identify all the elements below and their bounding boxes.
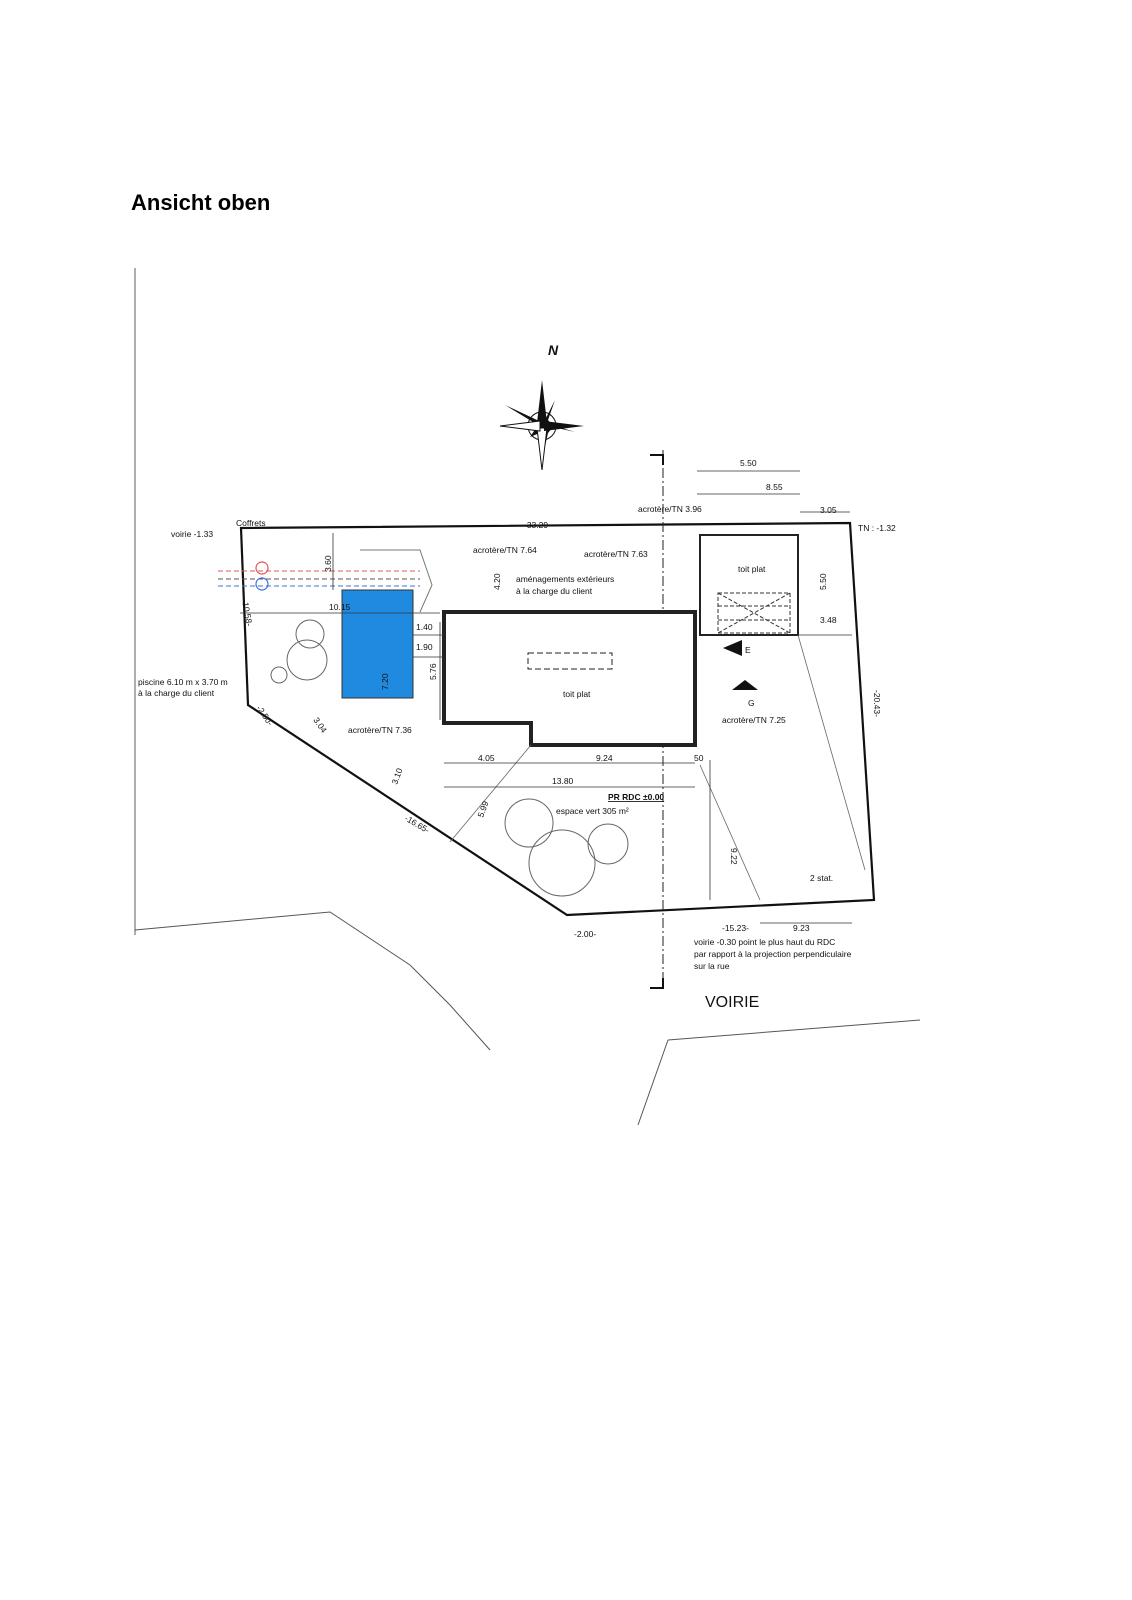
dim-923: 9.23 bbox=[793, 923, 810, 933]
trees bbox=[270, 619, 629, 897]
compass-rose-icon bbox=[499, 380, 584, 471]
dimension-lines bbox=[240, 470, 852, 924]
dim-top-length: -33.29- bbox=[524, 520, 551, 530]
label-amenagements-1: aménagements extérieurs bbox=[516, 574, 614, 584]
label-piscine-1: piscine 6.10 m x 3.70 m bbox=[138, 677, 228, 687]
dim-50: 50 bbox=[694, 753, 704, 763]
road-outline bbox=[134, 911, 921, 1126]
dim-1015: 10.15 bbox=[329, 602, 351, 612]
label-voirie-note-2: par rapport à la projection perpendicula… bbox=[694, 949, 852, 959]
dim-576: 5.76 bbox=[428, 663, 438, 680]
dim-550-side: 5.50 bbox=[818, 573, 828, 590]
label-acrotere-764: acrotère/TN 7.64 bbox=[473, 545, 537, 555]
dim-200: -2.00- bbox=[574, 929, 596, 939]
label-acrotere-763: acrotère/TN 7.63 bbox=[584, 549, 648, 559]
label-pr-rdc: PR RDC ±0.00 bbox=[608, 792, 664, 802]
entry-arrow-icon bbox=[723, 640, 742, 656]
label-entry-g: G bbox=[748, 698, 755, 708]
dim-190: 1.90 bbox=[416, 642, 433, 652]
water-meter-icon bbox=[255, 561, 269, 575]
label-acrotere-736: acrotère/TN 7.36 bbox=[348, 725, 412, 735]
label-coffrets: Coffrets bbox=[236, 518, 266, 528]
dim-922: 9.22 bbox=[729, 848, 739, 865]
label-stat: 2 stat. bbox=[810, 873, 833, 883]
roof-skylight bbox=[527, 652, 613, 670]
dim-305: 3.05 bbox=[820, 505, 837, 515]
garage-outline bbox=[699, 534, 799, 636]
dim-420: 4.20 bbox=[492, 573, 502, 590]
property-boundary bbox=[239, 521, 876, 917]
dim-360: 3.60 bbox=[323, 555, 333, 572]
label-voirie-left: voirie -1.33 bbox=[171, 529, 213, 539]
north-label: N bbox=[548, 342, 559, 358]
dim-405: 4.05 bbox=[478, 753, 495, 763]
label-piscine-2: à la charge du client bbox=[138, 688, 215, 698]
label-acrotere-396: acrotère/TN 3.96 bbox=[638, 504, 702, 514]
label-voirie-note-1: voirie -0.30 point le plus haut du RDC bbox=[694, 937, 835, 947]
utility-pipes bbox=[218, 549, 433, 613]
dim-2043: -20.43- bbox=[872, 690, 882, 717]
label-espace-vert: espace vert 305 m² bbox=[556, 806, 629, 816]
dim-1058: -10.58- bbox=[240, 599, 255, 627]
label-acrotere-725: acrotère/TN 7.25 bbox=[722, 715, 786, 725]
label-toit-plat-house: toit plat bbox=[563, 689, 591, 699]
label-voirie-big: VOIRIE bbox=[705, 994, 759, 1011]
label-amenagements-2: à la charge du client bbox=[516, 586, 593, 596]
dim-550-top: 5.50 bbox=[740, 458, 757, 468]
dim-599: 5.99 bbox=[475, 799, 490, 818]
house-outline bbox=[442, 610, 697, 747]
dim-1523: -15.23- bbox=[722, 923, 749, 933]
label-tn-right: TN : -1.32 bbox=[858, 523, 896, 533]
dim-855: 8.55 bbox=[766, 482, 783, 492]
label-entry-e: E bbox=[745, 645, 751, 655]
utility-meter-icon bbox=[255, 577, 269, 591]
label-toit-plat-garage: toit plat bbox=[738, 564, 766, 574]
axis-marker-bottom bbox=[650, 978, 664, 989]
dim-140: 1.40 bbox=[416, 622, 433, 632]
garage-roof-hatch bbox=[717, 592, 791, 634]
dim-924: 9.24 bbox=[596, 753, 613, 763]
dim-304: 3.04 bbox=[311, 715, 329, 735]
garage-arrow-icon bbox=[732, 680, 758, 690]
page-title: Ansicht oben bbox=[131, 190, 271, 215]
axis-marker-top bbox=[650, 454, 664, 465]
label-voirie-note-3: sur la rue bbox=[694, 961, 730, 971]
dim-720: 7.20 bbox=[380, 673, 390, 690]
dim-250: -2.50- bbox=[254, 703, 275, 727]
dim-310: 3.10 bbox=[389, 766, 404, 785]
dim-348: 3.48 bbox=[820, 615, 837, 625]
dim-1380: 13.80 bbox=[552, 776, 574, 786]
pool bbox=[341, 589, 414, 699]
